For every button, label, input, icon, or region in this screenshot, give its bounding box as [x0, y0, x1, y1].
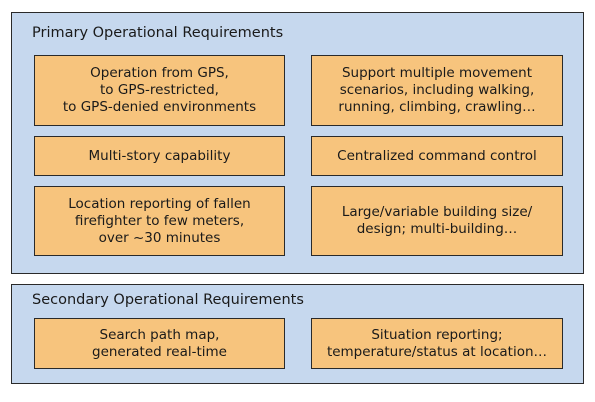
requirement-location-reporting: Location reporting of fallen firefighter…	[34, 186, 285, 256]
requirement-situation-reporting: Situation reporting; temperature/status …	[311, 318, 563, 369]
requirement-building-size: Large/variable building size/ design; mu…	[311, 186, 563, 256]
requirement-command-control: Centralized command control	[311, 136, 563, 176]
requirement-gps-operation: Operation from GPS, to GPS-restricted, t…	[34, 55, 285, 126]
primary-requirements-title: Primary Operational Requirements	[32, 25, 284, 41]
requirement-multi-story: Multi-story capability	[34, 136, 285, 176]
requirement-search-path-map: Search path map, generated real-time	[34, 318, 285, 369]
secondary-requirements-title: Secondary Operational Requirements	[32, 292, 304, 308]
requirement-movement-scenarios: Support multiple movement scenarios, inc…	[311, 55, 563, 126]
